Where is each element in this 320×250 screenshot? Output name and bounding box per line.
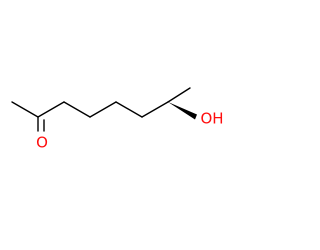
wedge-bond-c7-oh <box>168 102 197 120</box>
structure-diagram: O OH <box>11 87 224 152</box>
bond-c1-c2 <box>11 101 39 118</box>
bond-c5-c6 <box>115 101 143 118</box>
bond-c6-c7 <box>141 101 169 118</box>
hydroxyl-label: OH <box>200 110 223 128</box>
bond-c4-c5 <box>89 101 117 118</box>
bond-c7-c8 <box>167 87 191 103</box>
bond-c3-c4 <box>63 101 91 118</box>
bond-c2-c3 <box>37 101 65 118</box>
carbonyl-oxygen-label: O <box>36 134 48 152</box>
molecule-drawing: O OH <box>11 87 224 152</box>
